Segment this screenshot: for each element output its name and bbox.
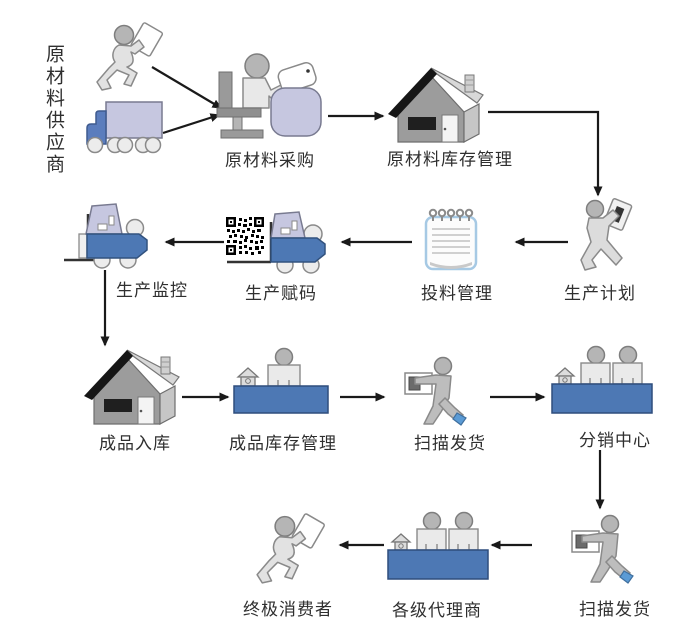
desk-two-clerks-icon bbox=[550, 345, 654, 416]
node-label-raw-inventory: 原材料库存管理 bbox=[387, 150, 513, 169]
node-label-purchase: 原材料采购 bbox=[225, 151, 315, 170]
node-label-feeding-management: 投料管理 bbox=[421, 284, 493, 303]
forklift-icon bbox=[64, 198, 160, 269]
desk-two-clerks-icon bbox=[386, 511, 490, 582]
node-label-production-plan: 生产计划 bbox=[564, 284, 636, 303]
warehouse-icon bbox=[386, 62, 490, 144]
node-label-scan-shipping-2: 扫描发货 bbox=[579, 600, 651, 619]
node-label-production-monitor: 生产监控 bbox=[116, 281, 188, 300]
node-label-agents: 各级代理商 bbox=[392, 601, 482, 620]
forklift-qrcode-icon bbox=[225, 208, 335, 274]
supplier-label: 原材料供应商 bbox=[43, 44, 64, 176]
node-label-finished-inventory: 成品库存管理 bbox=[229, 434, 337, 453]
qr-code bbox=[226, 217, 264, 255]
node-label-production-coding: 生产赋码 bbox=[245, 284, 317, 303]
notepad-icon bbox=[421, 205, 481, 273]
node-label-scan-shipping-1: 扫描发货 bbox=[414, 434, 486, 453]
node-label-finished-storage: 成品入库 bbox=[99, 434, 171, 453]
scanner-person-icon bbox=[403, 356, 469, 426]
node-label-distribution-center: 分销中心 bbox=[579, 431, 651, 450]
running-person-icon bbox=[252, 512, 328, 586]
running-person-icon bbox=[92, 22, 166, 92]
computer-operator-icon bbox=[213, 52, 323, 144]
node-label-final-consumer: 终极消费者 bbox=[243, 600, 333, 619]
desk-clerk-icon bbox=[230, 347, 332, 416]
scanner-person-icon bbox=[570, 512, 636, 586]
walking-person-tablet-icon bbox=[570, 198, 633, 272]
truck-icon bbox=[84, 96, 164, 160]
warehouse-icon bbox=[82, 344, 186, 426]
